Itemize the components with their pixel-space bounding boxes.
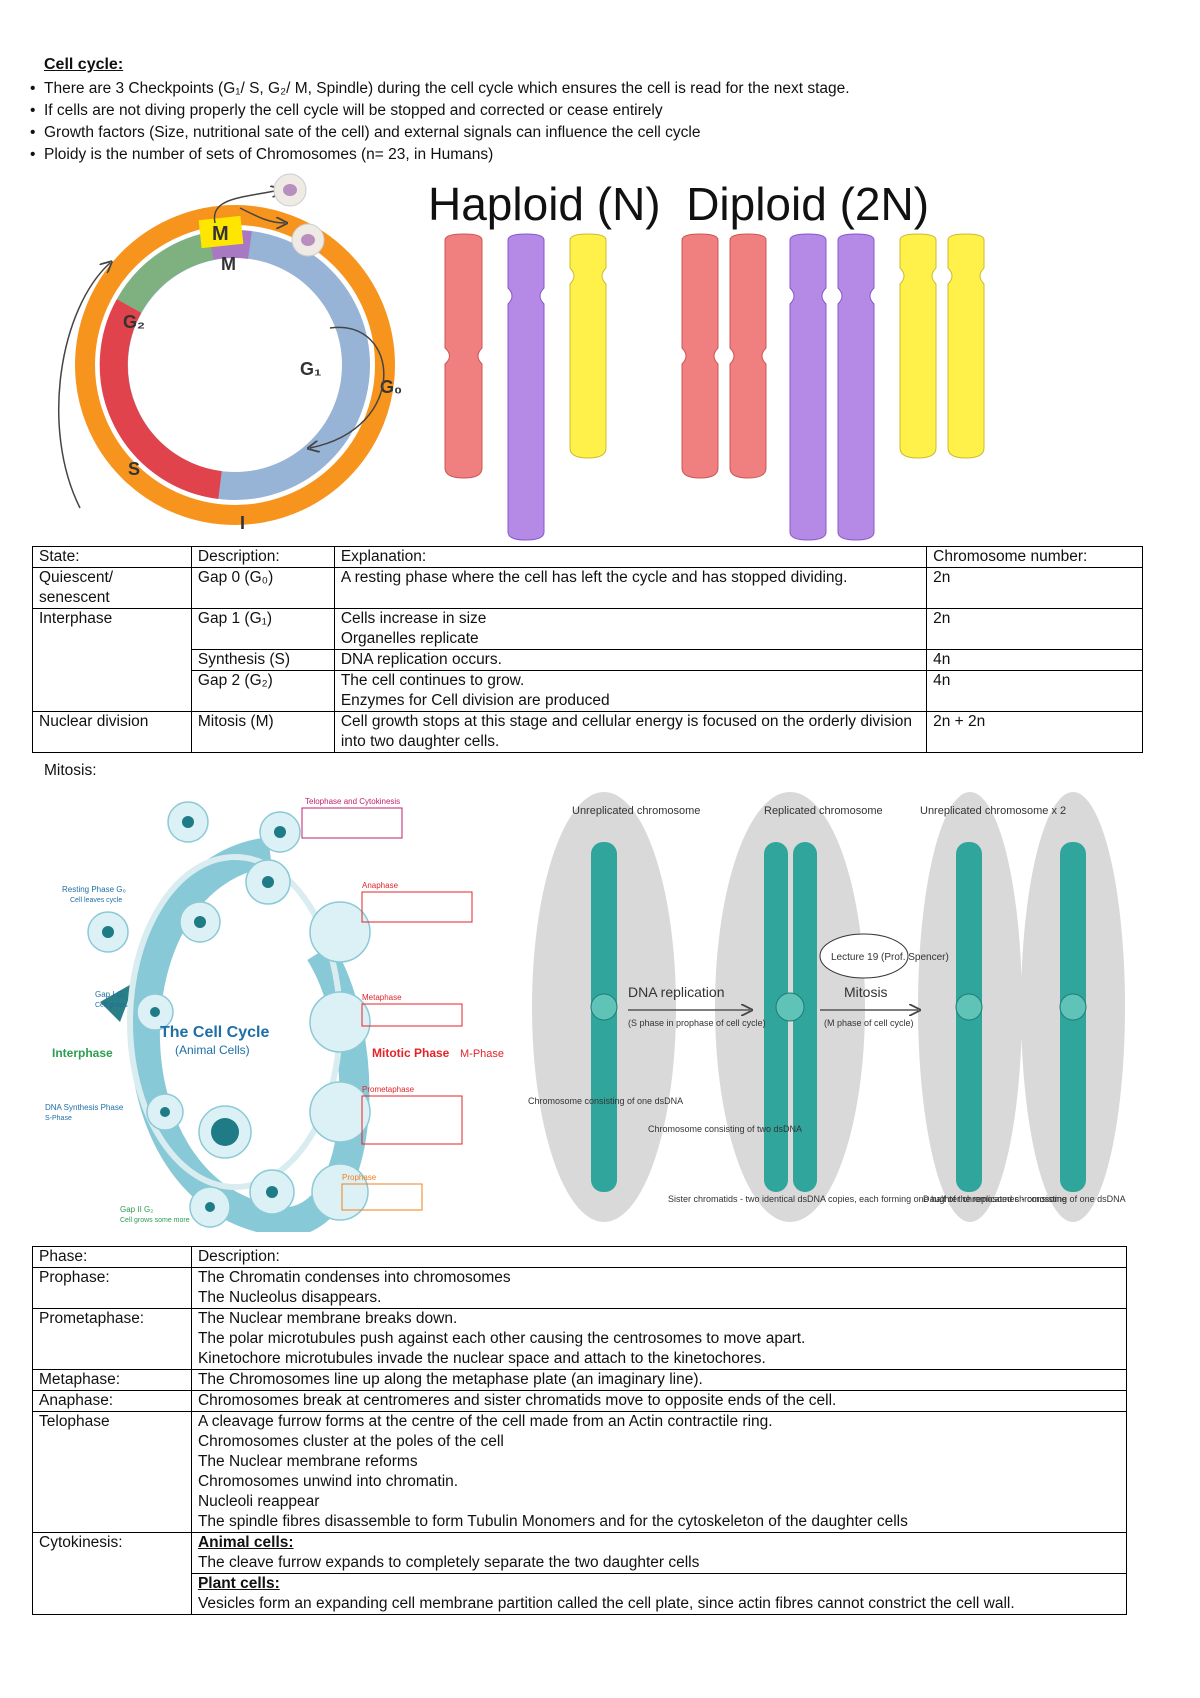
phase-cell: Anaphase: bbox=[32, 1390, 192, 1412]
phase-cell: Prometaphase: bbox=[32, 1308, 192, 1370]
phase-desc: Plant cells:Vesicles form an expanding c… bbox=[190, 1573, 1128, 1615]
bullet-item: There are 3 Checkpoints (G₁/ S, G₂/ M, S… bbox=[28, 78, 850, 100]
chrom1-label: Chromosome consisting of one dsDNA bbox=[528, 1096, 683, 1106]
phase-cell: Prophase: bbox=[32, 1267, 192, 1309]
num-cell: 2n + 2n bbox=[926, 711, 1143, 753]
unrep-label: Unreplicated chromosome bbox=[572, 805, 700, 817]
resting-sub: Cell leaves cycle bbox=[70, 897, 122, 904]
dna-replication-label: DNA replication bbox=[628, 984, 725, 1000]
rep-label: Replicated chromosome bbox=[764, 805, 883, 817]
gap2-sub: Cell grows some more bbox=[120, 1217, 190, 1224]
ploidy-title: Haploid (N) Diploid (2N) bbox=[428, 178, 929, 230]
phase-desc: A cleavage furrow forms at the centre of… bbox=[190, 1411, 1128, 1533]
mphase-label: M-Phase bbox=[460, 1048, 504, 1060]
telophase-label: Telophase and Cytokinesis bbox=[305, 797, 400, 806]
phase-cell: Metaphase: bbox=[32, 1369, 192, 1391]
synth-label: DNA Synthesis Phase bbox=[45, 1103, 124, 1112]
ploidy-diagram: Haploid (N) Diploid (2N) bbox=[428, 178, 985, 541]
header-cell: Description: bbox=[190, 1246, 1128, 1268]
anaphase-label: Anaphase bbox=[362, 881, 399, 890]
phase-desc: Chromosomes break at centromeres and sis… bbox=[190, 1390, 1128, 1412]
daughter-label: Daughter chromosomes - consisting of one… bbox=[923, 1194, 1128, 1204]
phase-cell: Cytokinesis: bbox=[32, 1532, 192, 1615]
bullet-item: Growth factors (Size, nutritional sate o… bbox=[28, 122, 850, 144]
gap2-label: Gap II G₂ bbox=[120, 1205, 153, 1214]
dna-replication-sub: (S phase in prophase of cell cycle) bbox=[628, 1018, 766, 1028]
m-inner-label: M bbox=[221, 254, 236, 274]
header-cell: Chromosome number: bbox=[926, 546, 1143, 568]
cell-cycle-diagram: M M G₂ G₁ G₀ S I bbox=[58, 173, 402, 533]
num-cell: 4n bbox=[926, 649, 1143, 671]
gap1-sub: Cell grows bbox=[95, 1002, 128, 1009]
state-table: State: Description: Explanation: Chromos… bbox=[32, 546, 1143, 753]
resting-label: Resting Phase G₀ bbox=[62, 885, 126, 894]
figure-title: The Cell Cycle bbox=[160, 1024, 269, 1041]
mitosis-arrow-label: Mitosis bbox=[844, 984, 888, 1000]
rotation-arrow bbox=[58, 263, 110, 509]
prometaphase-label: Prometaphase bbox=[362, 1085, 415, 1094]
intro-bullets: There are 3 Checkpoints (G₁/ S, G₂/ M, S… bbox=[28, 78, 850, 166]
header-cell: Explanation: bbox=[333, 546, 928, 568]
phase-desc: Animal cells:The cleave furrow expands t… bbox=[190, 1532, 1128, 1574]
num-cell: 4n bbox=[926, 670, 1143, 712]
state-cell bbox=[32, 649, 192, 671]
m-outer-label: M bbox=[212, 223, 229, 245]
num-cell: 2n bbox=[926, 567, 1143, 609]
i-label: I bbox=[240, 513, 245, 533]
expl-cell: Cell growth stops at this stage and cell… bbox=[333, 711, 928, 753]
metaphase-label: Metaphase bbox=[362, 993, 402, 1002]
desc-cell: Gap 1 (G₁) bbox=[190, 608, 335, 650]
phase-desc: The Chromatin condenses into chromosomes… bbox=[190, 1267, 1128, 1309]
chromosome-shapes bbox=[444, 233, 985, 541]
bullet-item: Ploidy is the number of sets of Chromoso… bbox=[28, 144, 850, 166]
figure-subtitle: (Animal Cells) bbox=[175, 1043, 250, 1057]
header-cell: Description: bbox=[190, 546, 335, 568]
sister-label: Sister chromatids - two identical dsDNA … bbox=[668, 1194, 1067, 1204]
g0-loop-arrow bbox=[310, 326, 385, 448]
desc-cell: Gap 0 (G₀) bbox=[190, 567, 335, 609]
page-heading: Cell cycle: bbox=[44, 56, 124, 73]
header-cell: State: bbox=[32, 546, 192, 568]
phase-desc: The Chromosomes line up along the metaph… bbox=[190, 1369, 1128, 1391]
desc-cell: Gap 2 (G₂) bbox=[190, 670, 335, 712]
header-cell: Phase: bbox=[32, 1246, 192, 1268]
mitotic-label: Mitotic Phase bbox=[372, 1046, 450, 1060]
num-cell: 2n bbox=[926, 608, 1143, 650]
phase-cell: Telophase bbox=[32, 1411, 192, 1533]
state-cell bbox=[32, 670, 192, 712]
desc-cell: Mitosis (M) bbox=[190, 711, 335, 753]
synth-sub: S-Phase bbox=[45, 1115, 72, 1122]
chrom2-label: Chromosome consisting of two dsDNA bbox=[648, 1124, 802, 1134]
interphase-label: Interphase bbox=[52, 1046, 113, 1060]
s-label: S bbox=[128, 459, 140, 479]
cell-cycle-figure: The Cell Cycle (Animal Cells) Interphase… bbox=[45, 797, 504, 1232]
expl-cell: DNA replication occurs. bbox=[333, 649, 928, 671]
expl-cell: The cell continues to grow.Enzymes for C… bbox=[333, 670, 928, 712]
mitosis-label: Mitosis: bbox=[44, 762, 97, 779]
mitosis-arrow-sub: (M phase of cell cycle) bbox=[824, 1018, 914, 1028]
prophase-label: Prophase bbox=[342, 1173, 377, 1182]
desc-cell: Synthesis (S) bbox=[190, 649, 335, 671]
unrep2-label: Unreplicated chromosome x 2 bbox=[920, 805, 1066, 817]
gap1-label: Gap I G₁ bbox=[95, 990, 126, 999]
bullet-item: If cells are not diving properly the cel… bbox=[28, 100, 850, 122]
state-cell: Nuclear division bbox=[32, 711, 192, 753]
expl-cell: A resting phase where the cell has left … bbox=[333, 567, 928, 609]
g0-label: G₀ bbox=[380, 377, 402, 397]
lecture-label: Lecture 19 (Prof. Spencer) bbox=[831, 952, 949, 963]
replication-figure: Unreplicated chromosome Replicated chrom… bbox=[528, 792, 1128, 1222]
phase-table: Phase: Description: Prophase: The Chroma… bbox=[32, 1246, 1128, 1615]
state-cell: Quiescent/ senescent bbox=[32, 567, 192, 609]
phase-desc: The Nuclear membrane breaks down.The pol… bbox=[190, 1308, 1128, 1370]
g1-label: G₁ bbox=[300, 359, 321, 379]
g2-label: G₂ bbox=[123, 312, 145, 332]
state-cell: Interphase bbox=[32, 608, 192, 650]
